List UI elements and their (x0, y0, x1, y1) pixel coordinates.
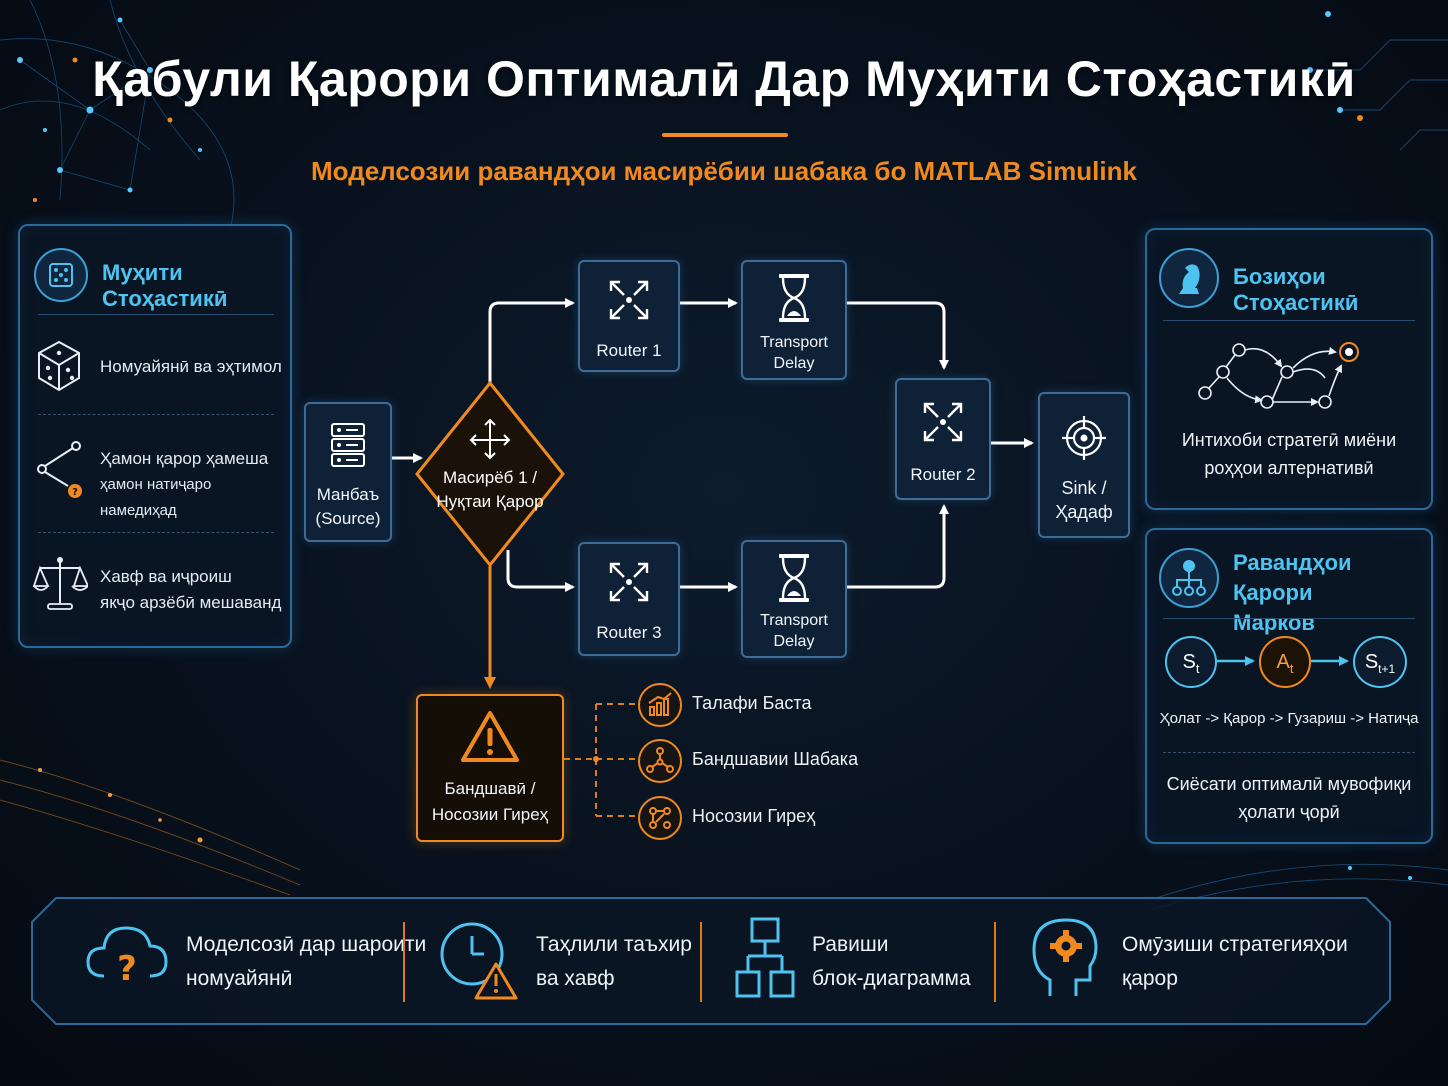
expand-arrows-icon (609, 280, 649, 320)
stochastic-environment-panel: Муҳити Стоҳастикӣ Номуайянӣ ва эҳтимол ?… (18, 224, 292, 648)
delay-bottom-label: Transport (760, 612, 828, 629)
dice-icon (34, 248, 88, 302)
arrow-delay-router2 (846, 301, 949, 370)
hourglass-icon (779, 274, 809, 322)
hierarchy-icon (1159, 548, 1219, 608)
footer-modeling-text: Моделсозӣ дар шароити номуайянӣ (186, 933, 427, 990)
dice-icon (38, 340, 80, 392)
same-decision-text: Ҳамон қарор ҳамеша ҳамон натиҷаро намеди… (100, 449, 269, 519)
network-icon (638, 739, 682, 783)
delay-bottom-label-2: Delay (773, 633, 815, 650)
failure-label: Бандшавӣ / (444, 779, 536, 798)
clock-warning-icon (440, 922, 518, 1000)
failure-label-2: Носозии Гиреҳ (431, 805, 549, 824)
block-diagram-icon (735, 917, 795, 998)
uncertainty-text: Номуайянӣ ва эҳтимол (100, 357, 282, 376)
expand-arrows-icon (609, 562, 649, 602)
footer-divider (700, 922, 702, 1002)
panel-title: Равандҳои Қарори Марков (1233, 550, 1352, 635)
network-globe-decoration (0, 0, 235, 231)
router-1-label: Router 1 (596, 341, 662, 360)
page-title: Қабули Қарори Оптималӣ Дар Муҳити Стоҳас… (92, 51, 1356, 107)
source-label: Манбаъ (316, 485, 380, 504)
footer-divider (994, 922, 996, 1002)
circuit-lines-decoration (1307, 11, 1448, 151)
scales-icon (32, 557, 88, 610)
mdp-arrows (1217, 656, 1349, 666)
source-label-en: (Source) (315, 509, 381, 528)
router-2-node[interactable]: Router 2 (895, 378, 991, 500)
expand-arrows-icon (923, 402, 963, 442)
arrow-delay-router2-bottom (846, 504, 949, 589)
node-failure-label: Носозии Гиреҳ (692, 806, 816, 826)
router-3-label: Router 3 (596, 623, 662, 642)
arrow-decision-router1 (488, 298, 575, 384)
target-icon (1062, 416, 1106, 460)
mdp-sequence-text: Ҳолат -> Қарор -> Гузариш -> Натиҷа (1159, 710, 1419, 727)
branch-question-icon: ? (37, 441, 82, 498)
router-1-node[interactable]: Router 1 (578, 260, 680, 372)
arrow-decision-router3 (506, 550, 575, 592)
warning-icon (461, 711, 519, 762)
stochastic-games-panel: Бозиҳои Стоҳастикӣ Интихоби стратегӣ миё… (1145, 228, 1433, 510)
strategy-graph-icon (1198, 342, 1359, 409)
policy-text: Сиёсати оптималӣ мувофиқи ҳолати ҷорӣ (1166, 774, 1412, 822)
footer-strategy-text: Омӯзиши стратегияҳои қарор (1122, 933, 1348, 990)
packet-loss-label: Талафи Баста (692, 693, 812, 713)
wave-lines-decoration (0, 759, 300, 896)
head-gear-icon (1032, 918, 1098, 996)
broken-node-icon (638, 796, 682, 840)
panel-title: Муҳити Стоҳастикӣ (102, 260, 228, 311)
source-node[interactable]: Манбаъ (Source) (304, 402, 392, 542)
footer-divider (403, 922, 405, 1002)
sink-label-2: Ҳадаф (1055, 502, 1113, 522)
delay-top-label-2: Delay (773, 355, 815, 372)
footer-delay-text: Таҳлили таъхир ва хавф (536, 933, 692, 990)
failure-node[interactable]: Бандшавӣ / Носозии Гиреҳ (416, 694, 564, 842)
svg-text:?: ? (117, 949, 137, 989)
chess-knight-icon (1159, 248, 1219, 308)
risk-performance-text: Хавф ва иҷроиш якҷо арзёбӣ мешаванд (100, 567, 282, 612)
hourglass-icon (779, 554, 809, 602)
action-t-circle: At (1259, 636, 1311, 688)
markov-decision-panel: Равандҳои Қарори Марков St At St+1 Ҳолат… (1145, 528, 1433, 844)
transport-delay-bottom-node[interactable]: Transport Delay (741, 540, 847, 658)
router-3-node[interactable]: Router 3 (578, 542, 680, 656)
decision-diamond[interactable] (414, 380, 566, 568)
sink-label: Sink / (1061, 478, 1107, 498)
move-arrows-icon (469, 418, 511, 460)
server-icon (331, 423, 365, 467)
network-congestion-label: Бандшавии Шабака (692, 749, 859, 769)
sink-node[interactable]: Sink / Ҳадаф (1038, 392, 1130, 538)
cloud-question-icon: ? (86, 926, 168, 989)
page-subtitle: Моделсозии равандҳои масирёбии шабака бо… (311, 156, 1137, 186)
bar-chart-icon (638, 683, 682, 727)
decision-label: Масирёб 1 / Нуқтаи Қарор (436, 468, 544, 511)
footer-block-diagram-text: Равиши блок-диаграмма (812, 933, 971, 990)
router-2-label: Router 2 (910, 465, 976, 484)
delay-top-label: Transport (760, 334, 828, 351)
transport-delay-top-node[interactable]: Transport Delay (741, 260, 847, 380)
svg-text:?: ? (72, 487, 78, 498)
strategy-text: Интихоби стратегӣ миёни роҳҳои алтернати… (1181, 430, 1397, 478)
panel-title: Бозиҳои Стоҳастикӣ (1233, 264, 1359, 315)
title-underline (662, 133, 788, 137)
state-t-circle: St (1165, 636, 1217, 688)
state-t1-circle: St+1 (1353, 636, 1407, 688)
